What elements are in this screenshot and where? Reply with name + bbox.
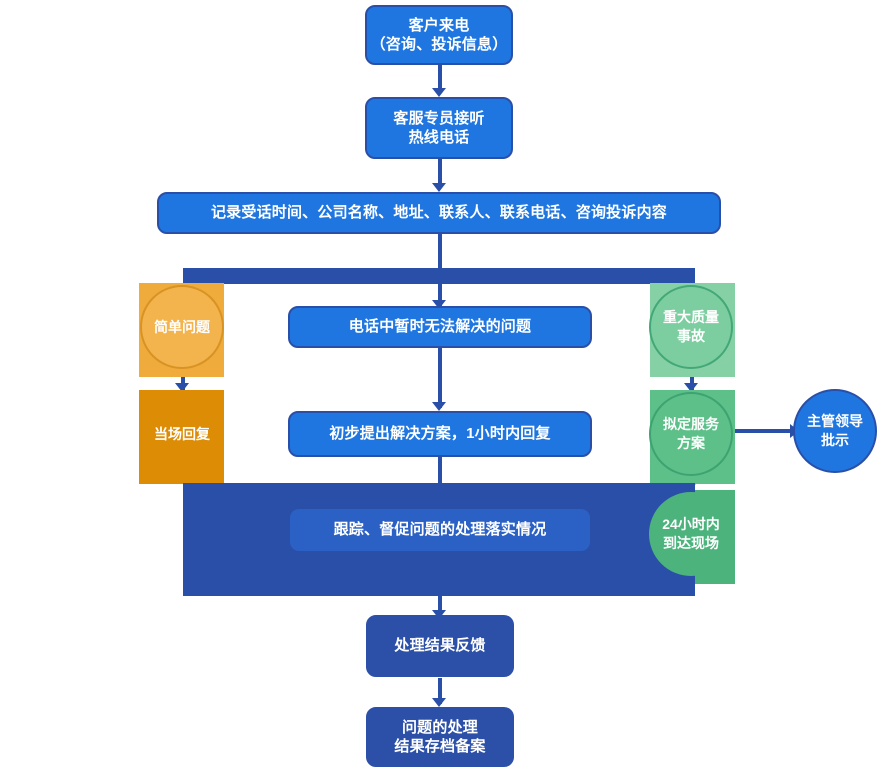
- connector-accident-to-plan: [690, 370, 694, 392]
- node-record-info[interactable]: 记录受话时间、公司名称、地址、联系人、联系电话、咨询投诉内容: [157, 192, 721, 234]
- node-simple-issue[interactable]: 简单问题: [140, 285, 224, 369]
- arrow-track-to-feedback: [432, 610, 446, 619]
- node-service-plan[interactable]: 拟定服务 方案: [649, 392, 733, 476]
- arrow-agent-to-record: [432, 183, 446, 192]
- connector-simple-to-reply: [181, 370, 185, 392]
- node-arrive-24h[interactable]: 24小时内 到达现场: [649, 492, 733, 576]
- node-initial-solution[interactable]: 初步提出解决方案，1小时内回复: [288, 411, 592, 457]
- connector-solution-to-track: [438, 455, 442, 487]
- node-unresolved-by-phone[interactable]: 电话中暂时无法解决的问题: [288, 306, 592, 348]
- node-reply-onsite[interactable]: 当场回复: [140, 392, 224, 476]
- node-major-accident[interactable]: 重大质量 事故: [649, 285, 733, 369]
- split-bar: [183, 268, 695, 284]
- arrow-accident-to-plan: [684, 383, 698, 392]
- arrow-split-to-unresolved: [432, 300, 446, 309]
- connector-unresolved-to-solution: [438, 346, 442, 408]
- arrow-call-to-agent: [432, 88, 446, 97]
- arrow-feedback-to-archive: [432, 698, 446, 707]
- connector-split-to-unresolved: [438, 282, 442, 307]
- node-agent-answer[interactable]: 客服专员接听 热线电话: [365, 97, 513, 159]
- node-leader-instruction[interactable]: 主管领导 批示: [793, 389, 877, 473]
- connector-call-to-agent: [438, 63, 442, 93]
- connector-agent-to-record: [438, 158, 442, 188]
- node-result-feedback[interactable]: 处理结果反馈: [366, 615, 514, 677]
- connector-plan-to-leader: [733, 429, 795, 433]
- node-customer-call[interactable]: 客户来电 （咨询、投诉信息）: [365, 5, 513, 65]
- connector-track-to-feedback: [438, 595, 442, 620]
- connector-feedback-to-archive: [438, 678, 442, 704]
- node-track-supervise[interactable]: 跟踪、督促问题的处理落实情况: [290, 509, 590, 551]
- connector-record-to-split: [438, 232, 442, 272]
- arrow-simple-to-reply: [175, 383, 189, 392]
- node-archive-result[interactable]: 问题的处理 结果存档备案: [366, 707, 514, 767]
- arrow-unresolved-to-solution: [432, 402, 446, 411]
